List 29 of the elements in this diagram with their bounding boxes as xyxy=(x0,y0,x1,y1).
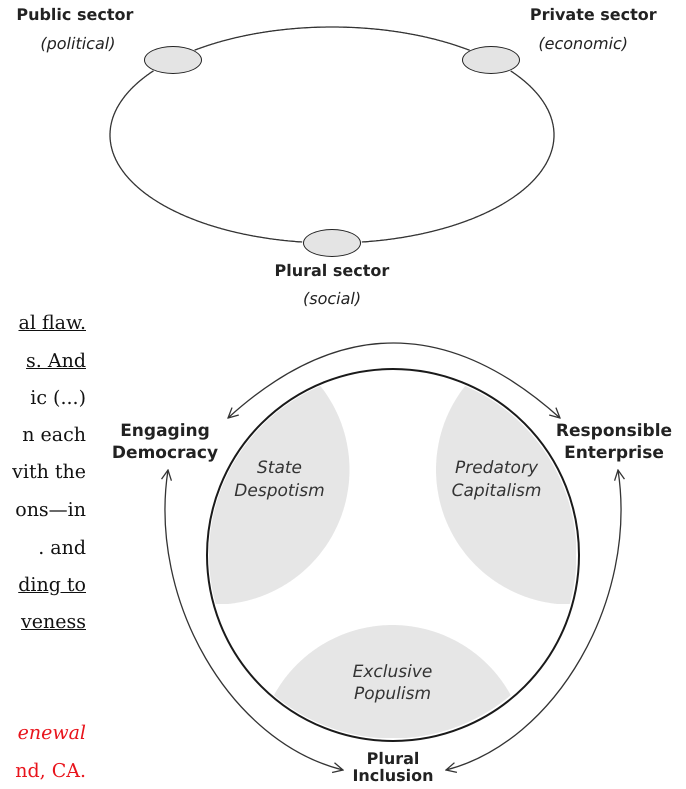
segment-label: State Despotism xyxy=(233,457,326,502)
text-fragment: nd, CA. xyxy=(15,760,86,782)
outcome-label: Engaging Democracy xyxy=(108,420,222,464)
curved-arrow xyxy=(445,469,625,772)
outcome-label: Responsible Enterprise xyxy=(552,420,676,464)
curved-arrow xyxy=(161,469,344,772)
ring-arc xyxy=(362,70,555,243)
text-fragment: enewal xyxy=(18,722,86,744)
curved-arrow xyxy=(227,342,561,419)
ring-arc xyxy=(109,70,302,243)
text-fragment: . and xyxy=(38,537,86,559)
sector-name: Private sector xyxy=(530,5,657,24)
segment-label: Predatory Capitalism xyxy=(450,457,542,502)
text-fragment: ic (...) xyxy=(30,387,86,409)
text-fragment: al flaw. xyxy=(18,312,86,334)
sector-type: (social) xyxy=(303,288,362,308)
text-fragment: veness xyxy=(21,611,86,633)
outcome-label: Plural Inclusion xyxy=(340,751,446,785)
sector-type: (economic) xyxy=(538,34,628,54)
text-fragment: n each xyxy=(22,424,86,446)
text-fragment: ding to xyxy=(18,574,86,596)
sector-name: Public sector xyxy=(16,5,134,24)
text-fragment: s. And xyxy=(26,350,86,372)
sector-type: (political) xyxy=(40,34,116,54)
ring-arc xyxy=(194,26,470,51)
text-fragment: vith the xyxy=(12,461,86,483)
sector-name: Plural sector xyxy=(274,260,390,280)
segment-label: Exclusive Populism xyxy=(352,660,434,705)
text-fragment: ons—in xyxy=(15,499,86,521)
